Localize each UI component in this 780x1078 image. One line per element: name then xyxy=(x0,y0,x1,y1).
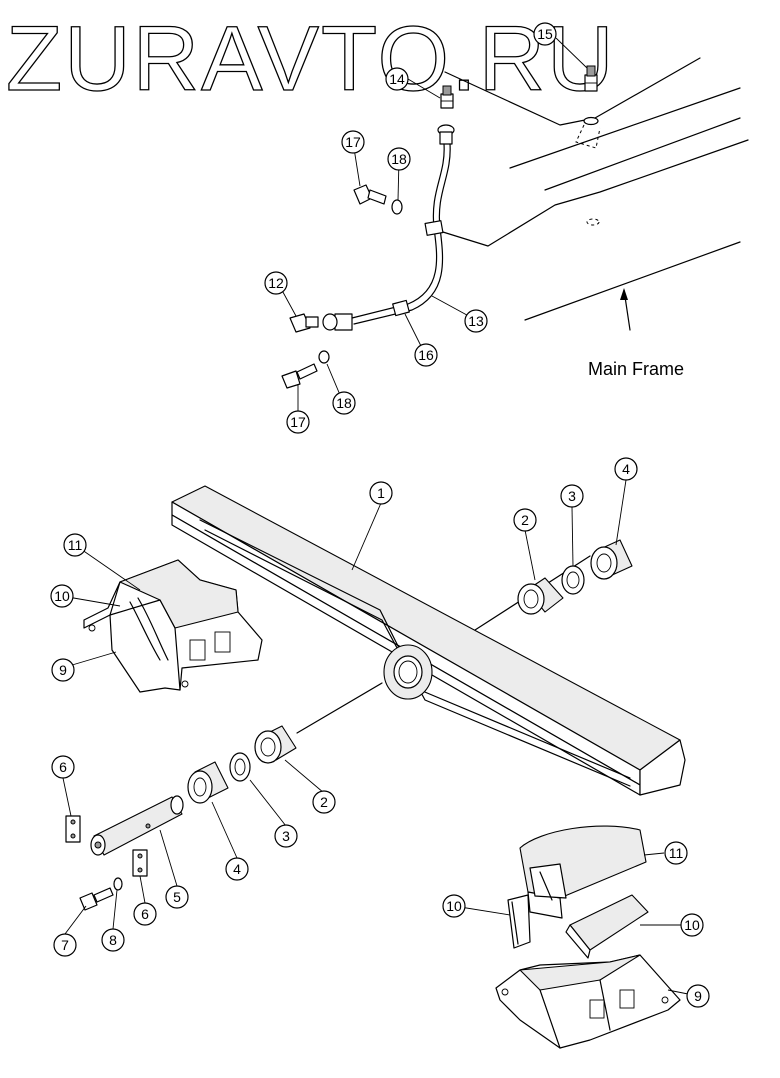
callout-10-left: 10 xyxy=(50,584,74,608)
callout-12: 12 xyxy=(264,271,288,295)
bracket-assembly-left xyxy=(83,559,263,693)
leader-lines xyxy=(61,37,699,997)
callout-11-left: 11 xyxy=(63,533,87,557)
callout-9-right: 9 xyxy=(686,984,710,1008)
main-frame-label: Main Frame xyxy=(588,359,684,379)
bushing-2-left xyxy=(254,725,297,764)
bolt-17-upper xyxy=(353,184,387,205)
callout-9-left: 9 xyxy=(51,658,75,682)
lock-plate-6-upper xyxy=(65,815,81,843)
callout-2-right: 2 xyxy=(513,508,537,532)
svg-text:2: 2 xyxy=(521,512,529,528)
svg-text:8: 8 xyxy=(109,932,117,948)
bushing-2-right xyxy=(517,577,564,615)
callout-3-right: 3 xyxy=(560,484,584,508)
svg-text:5: 5 xyxy=(173,889,181,905)
svg-text:10: 10 xyxy=(446,898,462,914)
callout-16: 16 xyxy=(414,343,438,367)
svg-text:13: 13 xyxy=(468,313,484,329)
svg-text:11: 11 xyxy=(68,537,83,553)
callout-14: 14 xyxy=(385,67,409,91)
washer-8 xyxy=(113,877,123,891)
callout-13: 13 xyxy=(464,309,488,333)
grease-fitting-14 xyxy=(440,85,454,109)
collar-4-left xyxy=(187,761,229,804)
washer-18-lower xyxy=(318,350,330,364)
watermark-text: ZURAVTO.RU xyxy=(6,8,616,110)
callout-10-right-a: 10 xyxy=(442,894,466,918)
callout-17-upper: 17 xyxy=(341,130,365,154)
callout-3-left: 3 xyxy=(274,824,298,848)
callout-11-right: 11 xyxy=(664,841,688,865)
grease-fitting-15 xyxy=(584,65,598,92)
callout-8: 8 xyxy=(101,928,125,952)
callout-4-right: 4 xyxy=(614,457,638,481)
svg-text:3: 3 xyxy=(568,488,576,504)
svg-text:6: 6 xyxy=(59,759,67,775)
seal-ring-3-right xyxy=(561,565,585,595)
equalizer-beam xyxy=(171,485,686,796)
pin-5 xyxy=(90,795,184,856)
svg-text:18: 18 xyxy=(336,395,352,411)
svg-text:12: 12 xyxy=(268,275,284,291)
svg-text:9: 9 xyxy=(694,988,702,1004)
svg-text:17: 17 xyxy=(290,414,306,430)
svg-text:3: 3 xyxy=(282,828,290,844)
svg-text:10: 10 xyxy=(684,917,700,933)
callout-6-lower: 6 xyxy=(133,902,157,926)
callout-18-upper: 18 xyxy=(387,147,411,171)
svg-text:18: 18 xyxy=(391,151,407,167)
callout-5: 5 xyxy=(165,885,189,909)
wear-plate-10-left xyxy=(507,894,531,949)
callout-6-upper: 6 xyxy=(51,755,75,779)
callout-1: 1 xyxy=(369,481,393,505)
elbow-fitting-12 xyxy=(289,313,319,333)
callout-4-left: 4 xyxy=(225,857,249,881)
svg-text:17: 17 xyxy=(345,134,361,150)
bolt-17-lower xyxy=(281,363,318,389)
svg-text:2: 2 xyxy=(320,794,328,810)
svg-text:14: 14 xyxy=(389,71,405,87)
washer-18-upper xyxy=(391,199,403,215)
bolt-7 xyxy=(79,887,114,911)
svg-text:10: 10 xyxy=(54,588,70,604)
svg-text:4: 4 xyxy=(622,461,630,477)
wear-plate-10-right xyxy=(565,894,649,959)
svg-text:7: 7 xyxy=(61,937,69,953)
callout-18-lower: 18 xyxy=(332,391,356,415)
callout-7: 7 xyxy=(53,933,77,957)
svg-text:4: 4 xyxy=(233,861,241,877)
cap-11-right xyxy=(519,825,647,919)
svg-text:9: 9 xyxy=(59,662,67,678)
svg-text:15: 15 xyxy=(537,26,553,42)
svg-text:1: 1 xyxy=(377,485,385,501)
bracket-9-right xyxy=(495,954,681,1049)
collar-4-right xyxy=(590,539,633,580)
main-frame: Main Frame xyxy=(429,57,749,379)
lock-plate-6-lower xyxy=(132,849,148,877)
callout-10-right-b: 10 xyxy=(680,913,704,937)
callout-2-left: 2 xyxy=(312,790,336,814)
grease-hose-13 xyxy=(322,124,455,331)
seal-ring-3-left xyxy=(229,752,251,782)
callout-15: 15 xyxy=(533,22,557,46)
svg-text:6: 6 xyxy=(141,906,149,922)
svg-text:11: 11 xyxy=(669,845,684,861)
svg-text:16: 16 xyxy=(418,347,434,363)
callout-17-lower: 17 xyxy=(286,410,310,434)
